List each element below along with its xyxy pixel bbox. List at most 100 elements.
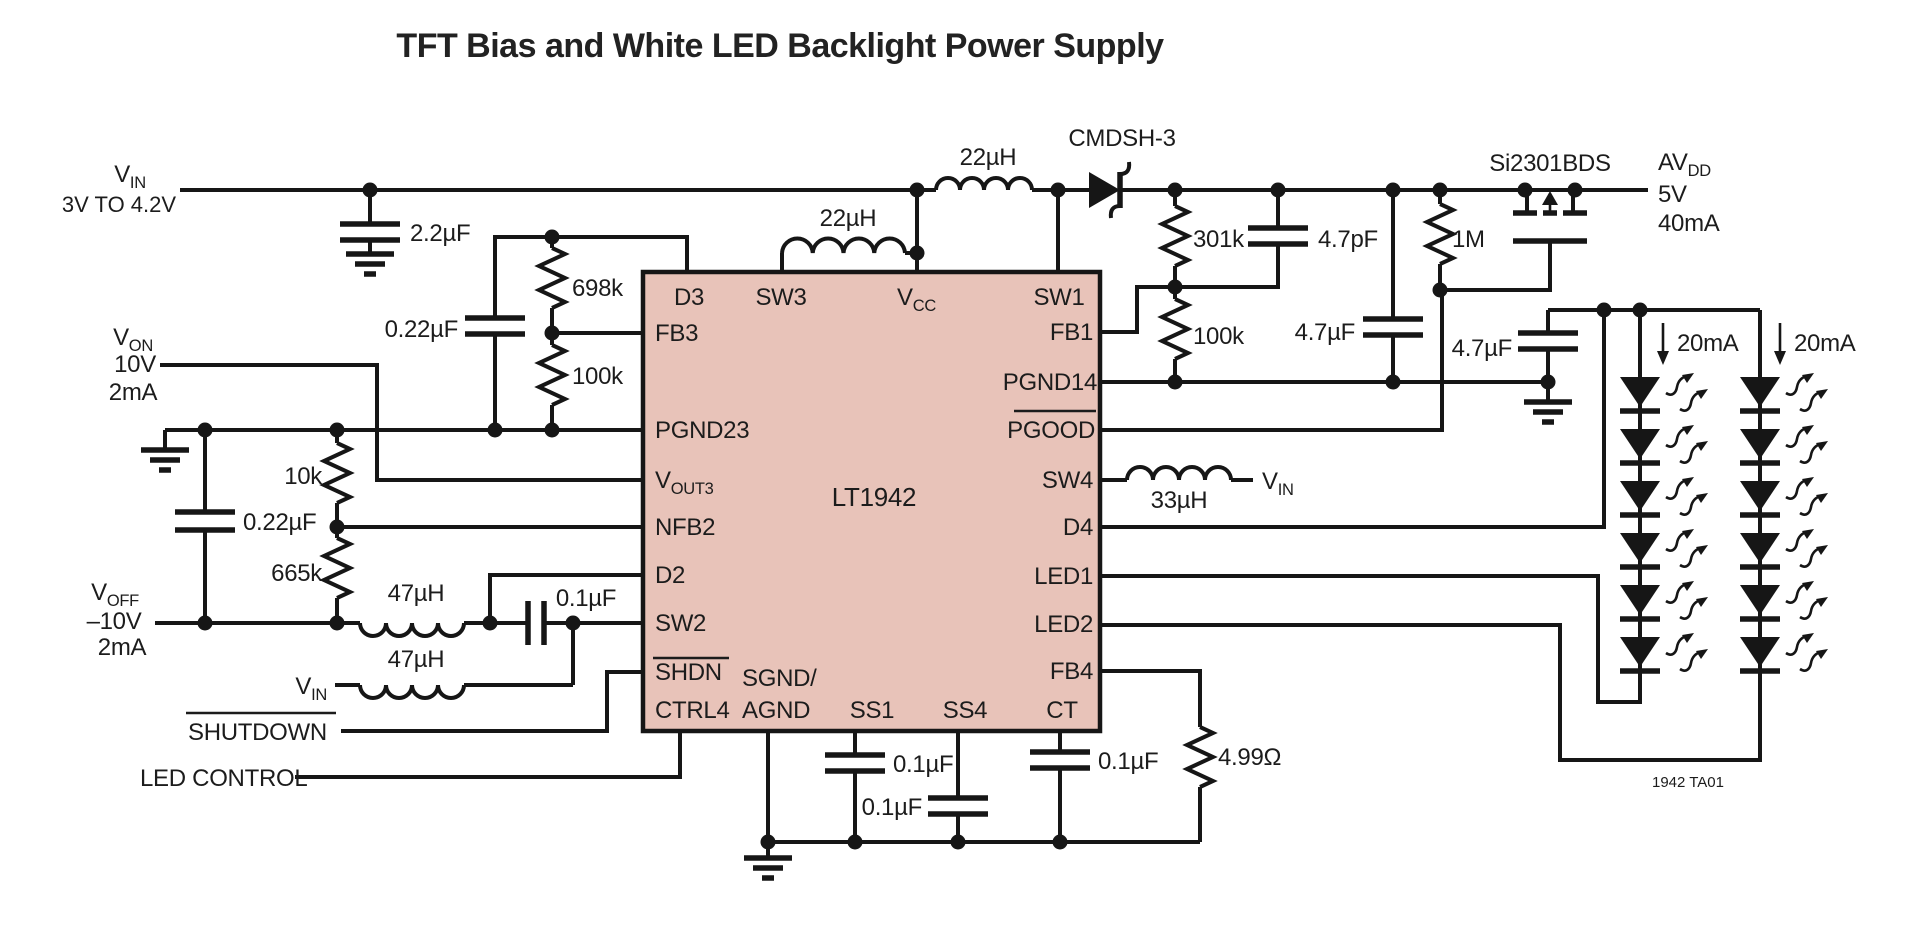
label-von-v: 10V bbox=[114, 351, 156, 378]
pin-pgnd14: PGND14 bbox=[1003, 369, 1097, 396]
label-si2301bds: Si2301BDS bbox=[1489, 150, 1610, 177]
page-title: TFT Bias and White LED Backlight Power S… bbox=[396, 27, 1164, 65]
pin-ss1: SS1 bbox=[850, 697, 894, 724]
label-33uh: 33µH bbox=[1151, 487, 1208, 514]
label-iled1: 20mA bbox=[1677, 330, 1739, 357]
cap-4u7-right bbox=[1518, 330, 1578, 352]
pin-shdn: SHDN bbox=[655, 659, 722, 686]
pin-led1: LED1 bbox=[1034, 563, 1093, 590]
wires bbox=[155, 188, 1762, 858]
inductor-33uh-sw4 bbox=[1125, 465, 1233, 481]
pin-led2: LED2 bbox=[1034, 611, 1093, 638]
led-symbol bbox=[1740, 529, 1828, 567]
pin-vout3: VOUT3 bbox=[655, 467, 714, 498]
label-4p7: 4.7pF bbox=[1318, 226, 1378, 253]
resistor-100k-fb1 bbox=[1160, 297, 1190, 361]
label-4r99: 4.99Ω bbox=[1218, 744, 1281, 771]
label-47uh-top: 47µH bbox=[388, 580, 445, 607]
cap-0u1-sw2 bbox=[525, 601, 547, 645]
led-string-2 bbox=[1740, 373, 1828, 671]
label-voff: VOFF bbox=[91, 579, 139, 610]
led-symbol bbox=[1740, 633, 1828, 671]
label-cmdsh3: CMDSH-3 bbox=[1068, 125, 1175, 152]
led-symbol bbox=[1620, 529, 1708, 567]
label-22uh-sw3: 22µH bbox=[820, 205, 877, 232]
wire-cfb3 bbox=[493, 235, 552, 430]
led-symbol bbox=[1740, 425, 1828, 463]
inductors bbox=[358, 176, 1233, 700]
led-string-1 bbox=[1620, 373, 1708, 671]
label-1m: 1M bbox=[1452, 226, 1485, 253]
pin-sw1: SW1 bbox=[1033, 284, 1084, 311]
cap-0u22-fb3 bbox=[465, 315, 525, 337]
pin-d2: D2 bbox=[655, 562, 685, 589]
pin-fb1: FB1 bbox=[1050, 319, 1093, 346]
led-symbol bbox=[1620, 477, 1708, 515]
label-iled2: 20mA bbox=[1794, 330, 1856, 357]
led-symbol bbox=[1620, 373, 1708, 411]
wire-vcc-sw3 bbox=[780, 190, 919, 272]
ground-icon bbox=[744, 858, 792, 878]
label-301k: 301k bbox=[1193, 226, 1245, 253]
wire-d4 bbox=[1100, 310, 1606, 529]
diode-cmdsh3 bbox=[1089, 161, 1132, 219]
pin-ct: CT bbox=[1046, 697, 1078, 724]
label-voff-v: –10V bbox=[87, 608, 142, 635]
led-symbol bbox=[1620, 633, 1708, 671]
wire-l47-vin bbox=[335, 623, 575, 687]
label-100k-fb3: 100k bbox=[572, 363, 624, 390]
led-symbol bbox=[1740, 477, 1828, 515]
resistor-301k bbox=[1160, 204, 1190, 268]
cap-4u7-left bbox=[1363, 316, 1423, 338]
label-figure-note: 1942 TA01 bbox=[1652, 774, 1724, 791]
label-vin-sw2: VIN bbox=[295, 673, 327, 704]
wire-fb1 bbox=[1100, 190, 1280, 382]
label-cct: 0.1µF bbox=[1098, 748, 1158, 775]
pin-pgnd23: PGND23 bbox=[655, 417, 749, 444]
label-10k: 10k bbox=[284, 463, 323, 490]
cap-4p7 bbox=[1248, 225, 1308, 247]
led-symbol bbox=[1620, 425, 1708, 463]
led-symbol bbox=[1740, 581, 1828, 619]
wire-von bbox=[160, 363, 643, 482]
label-665k: 665k bbox=[271, 560, 323, 587]
label-c47u-left: 4.7µF bbox=[1295, 319, 1355, 346]
pin-vcc: VCC bbox=[897, 284, 936, 315]
pin-d4: D4 bbox=[1063, 514, 1093, 541]
pin-sw3: SW3 bbox=[755, 284, 806, 311]
resistor-100k-fb3 bbox=[537, 343, 567, 407]
label-cfb3: 0.22µF bbox=[385, 316, 458, 343]
pin-fb4: FB4 bbox=[1050, 658, 1093, 685]
label-voff-i: 2mA bbox=[98, 634, 147, 661]
resistor-10k bbox=[322, 441, 352, 505]
label-avdd: AVDD bbox=[1658, 149, 1711, 180]
label-css4: 0.1µF bbox=[862, 794, 922, 821]
current-arrow-icon bbox=[1772, 321, 1788, 367]
wire-pgnd23 bbox=[163, 428, 643, 450]
label-shutdown: SHUTDOWN bbox=[188, 719, 327, 746]
cap-2u2-input bbox=[340, 221, 400, 243]
pin-d3: D3 bbox=[674, 284, 704, 311]
label-cin: 2.2µF bbox=[410, 220, 470, 247]
label-avdd-v: 5V bbox=[1658, 181, 1687, 208]
wire-fb4 bbox=[1100, 669, 1202, 842]
cap-0u1-ss4 bbox=[928, 795, 988, 817]
diode-schottky-hooks bbox=[1108, 161, 1132, 219]
current-arrow-icon bbox=[1655, 321, 1671, 367]
wire-d2 bbox=[488, 573, 643, 623]
pfet-si2301bds bbox=[1513, 190, 1587, 244]
label-csw2: 0.1µF bbox=[556, 585, 616, 612]
ic-lt1942-body bbox=[640, 269, 1103, 734]
inductor-22uh-sw3 bbox=[780, 236, 907, 254]
ground-icon bbox=[346, 254, 394, 274]
label-led-control: LED CONTROL bbox=[140, 765, 307, 792]
label-c47u-right: 4.7µF bbox=[1452, 335, 1512, 362]
ic-name: LT1942 bbox=[832, 482, 916, 512]
label-von-i: 2mA bbox=[109, 379, 158, 406]
label-cvon: 0.22µF bbox=[243, 509, 316, 536]
label-css1: 0.1µF bbox=[893, 751, 953, 778]
inductor-47uh-bottom bbox=[358, 684, 466, 700]
label-vin: VIN bbox=[114, 161, 146, 192]
